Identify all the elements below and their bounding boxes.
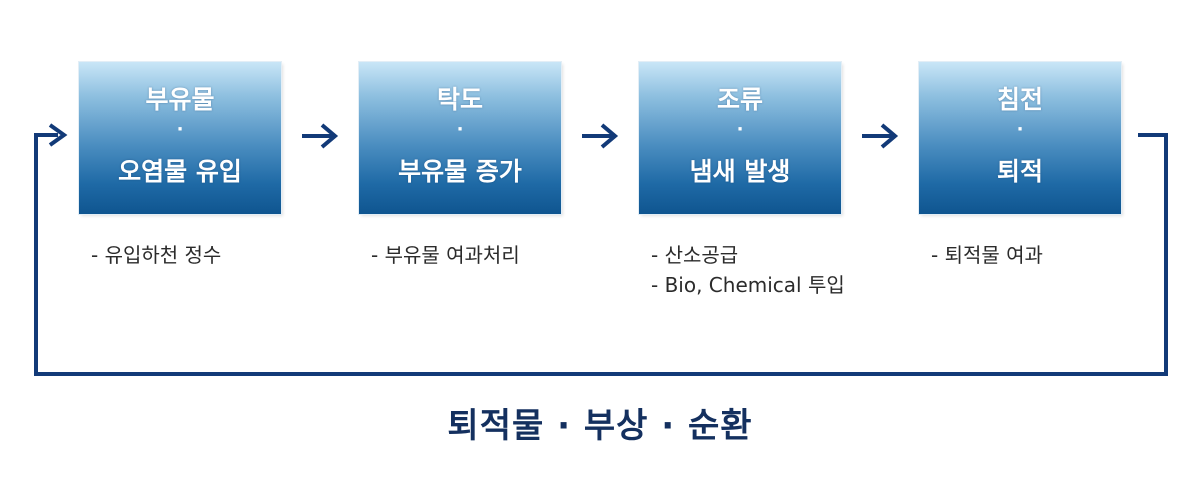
stage-1-details: - 유입하천 정수 (91, 240, 221, 270)
stage-2-detail-1: - 부유물 여과처리 (371, 243, 520, 267)
stage-2-title: 탁도 (436, 85, 483, 114)
stage-3-detail-1: - 산소공급 (651, 243, 739, 267)
arrow-right-icon (582, 123, 619, 149)
stage-box-3: 조류 · 냄새 발생 (639, 62, 841, 214)
stage-4-title: 침전 (996, 85, 1043, 114)
stage-3-separator: · (736, 119, 744, 140)
stage-box-1: 부유물 · 오염물 유입 (79, 62, 281, 214)
stage-3-details: - 산소공급 - Bio, Chemical 투입 (651, 240, 845, 300)
stage-4-separator: · (1016, 119, 1024, 140)
stage-1-separator: · (176, 119, 184, 140)
stage-4-subtitle: 퇴적 (996, 157, 1043, 186)
stage-3-title: 조류 (716, 85, 763, 114)
stage-box-4: 침전 · 퇴적 (919, 62, 1121, 214)
stage-box-2: 탁도 · 부유물 증가 (359, 62, 561, 214)
stage-1-title: 부유물 (145, 85, 215, 114)
loop-arrowhead-icon (48, 123, 68, 147)
arrow-right-icon (862, 123, 899, 149)
stage-1-subtitle: 오염물 유입 (118, 157, 242, 186)
stage-2-details: - 부유물 여과처리 (371, 240, 520, 270)
arrow-right-icon (302, 123, 339, 149)
stage-2-separator: · (456, 119, 464, 140)
stage-3-subtitle: 냄새 발생 (689, 157, 791, 186)
stage-4-detail-1: - 퇴적물 여과 (931, 243, 1043, 267)
cycle-label: 퇴적물 · 부상 · 순환 (447, 406, 753, 446)
stage-2-subtitle: 부유물 증가 (398, 157, 522, 186)
stage-3-detail-2: - Bio, Chemical 투입 (651, 273, 845, 297)
stage-4-details: - 퇴적물 여과 (931, 240, 1043, 270)
stage-1-detail-1: - 유입하천 정수 (91, 243, 222, 267)
